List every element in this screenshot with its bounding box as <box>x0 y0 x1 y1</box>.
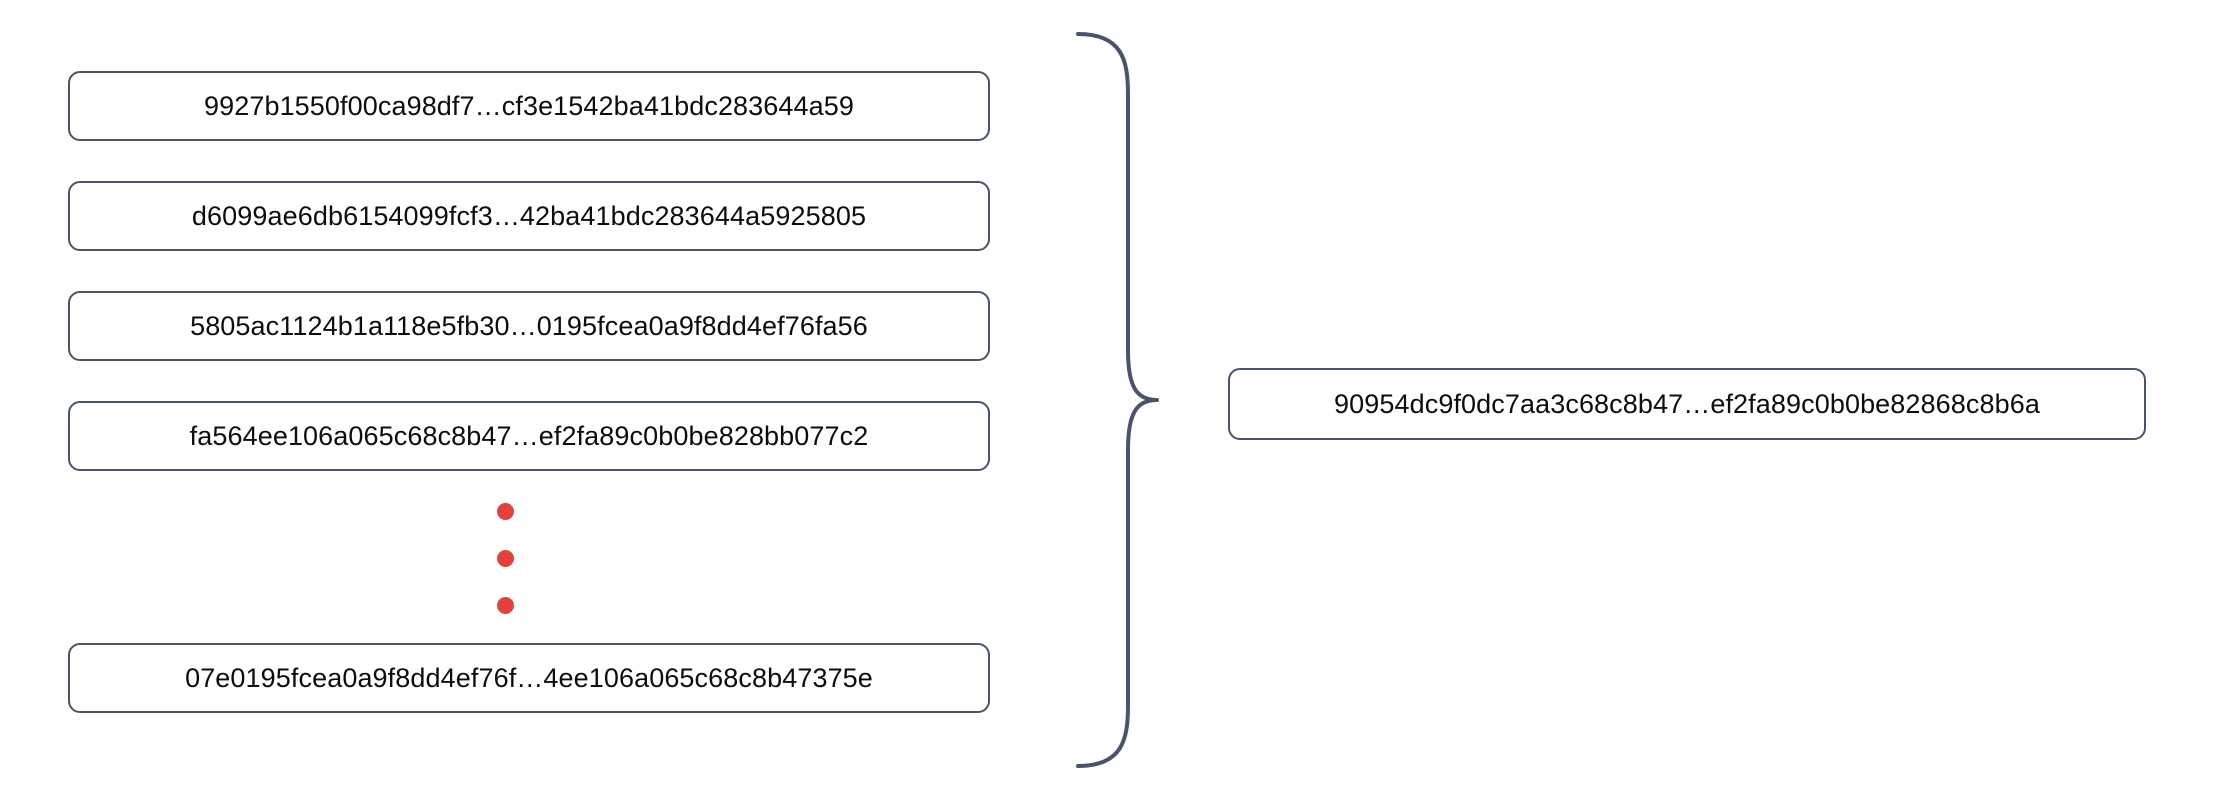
ellipsis-dot <box>497 503 514 520</box>
hash-value: 5805ac1124b1a118e5fb30…0195fcea0a9f8dd4e… <box>190 310 868 341</box>
hash-value: 9927b1550f00ca98df7…cf3e1542ba41bdc28364… <box>203 90 854 121</box>
input-hash-box: 5805ac1124b1a118e5fb30…0195fcea0a9f8dd4e… <box>68 291 990 361</box>
vertical-ellipsis-icon <box>488 495 524 625</box>
grouping-brace-icon <box>1040 20 1170 780</box>
ellipsis-dot <box>497 550 514 567</box>
hash-value: d6099ae6db6154099fcf3…42ba41bdc283644a59… <box>191 200 867 231</box>
input-hash-box: 9927b1550f00ca98df7…cf3e1542ba41bdc28364… <box>68 71 990 141</box>
hash-value: 07e0195fcea0a9f8dd4ef76f…4ee106a065c68c8… <box>185 662 873 693</box>
input-hash-box: d6099ae6db6154099fcf3…42ba41bdc283644a59… <box>68 181 990 251</box>
output-hash-box: 90954dc9f0dc7aa3c68c8b47…ef2fa89c0b0be82… <box>1228 368 2146 440</box>
input-hash-box: 07e0195fcea0a9f8dd4ef76f…4ee106a065c68c8… <box>68 643 990 713</box>
ellipsis-dot <box>497 597 514 614</box>
input-hash-box: fa564ee106a065c68c8b47…ef2fa89c0b0be828b… <box>68 401 990 471</box>
hash-value: fa564ee106a065c68c8b47…ef2fa89c0b0be828b… <box>189 420 869 451</box>
hash-value: 90954dc9f0dc7aa3c68c8b47…ef2fa89c0b0be82… <box>1334 388 2040 419</box>
